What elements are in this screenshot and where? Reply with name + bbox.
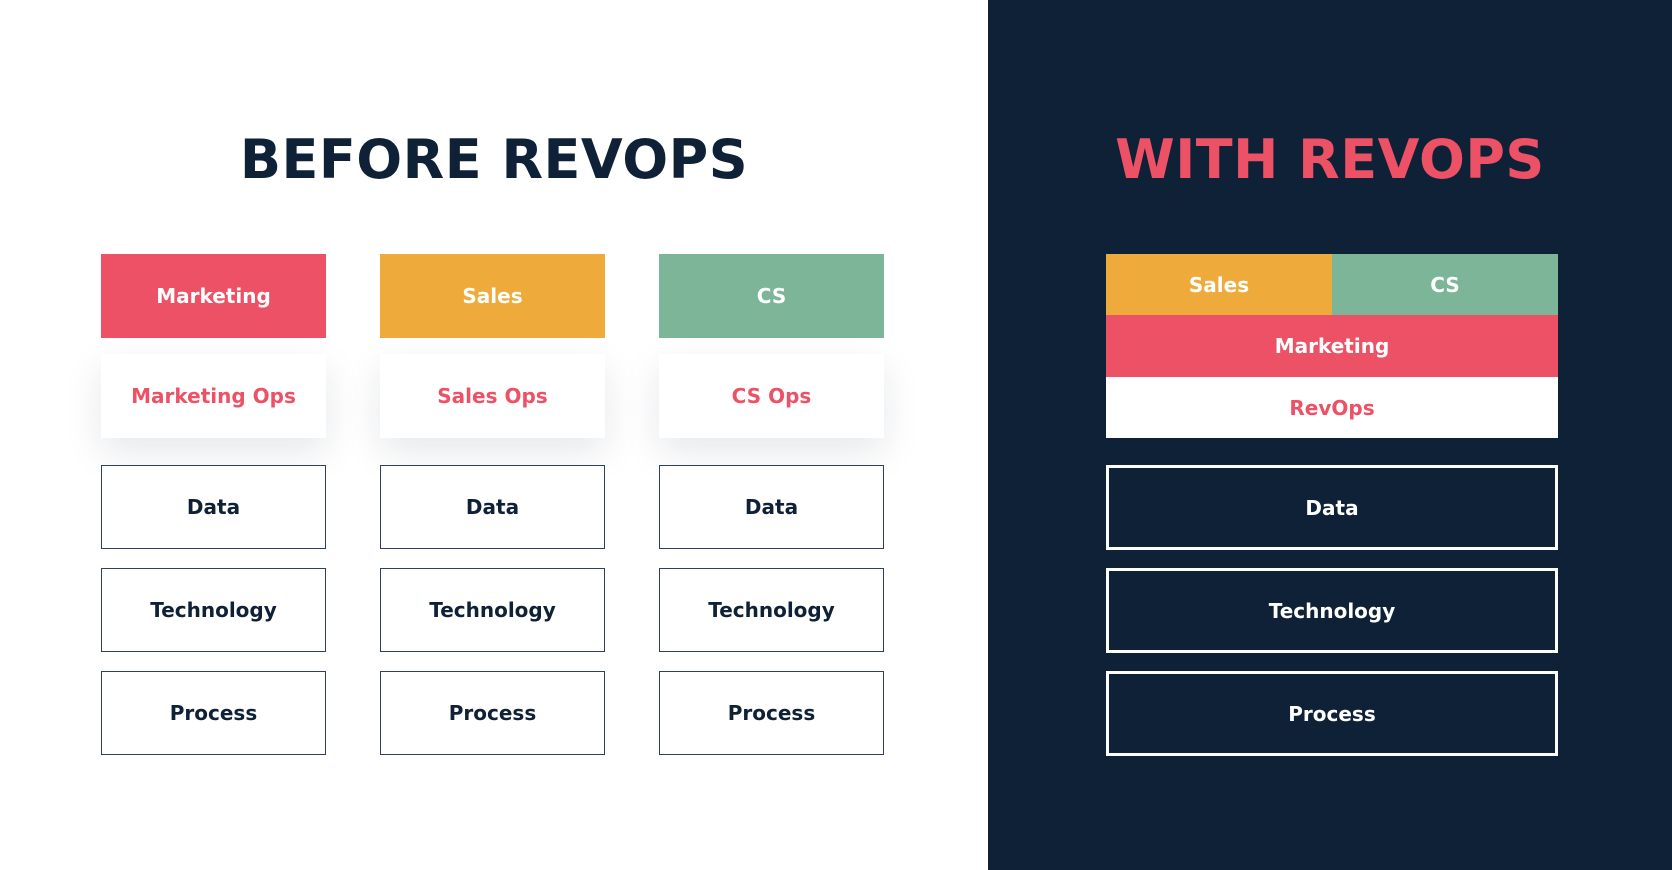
revops-process-box: Process <box>1106 671 1558 756</box>
cs-data-box: Data <box>659 465 884 549</box>
sales-data-box: Data <box>380 465 605 549</box>
revops-technology-box: Technology <box>1106 568 1558 653</box>
revops-box: RevOps <box>1106 377 1558 438</box>
with-revops-panel: WITH REVOPS Sales CS Marketing RevOps Da… <box>988 0 1672 870</box>
marketing-ops-box: Marketing Ops <box>101 354 326 438</box>
before-revops-title: BEFORE REVOPS <box>239 128 749 191</box>
cs-team-box: CS <box>659 254 884 338</box>
marketing-data-box: Data <box>101 465 326 549</box>
revops-marketing-box: Marketing <box>1106 315 1558 377</box>
marketing-team-box: Marketing <box>101 254 326 338</box>
sales-process-box: Process <box>380 671 605 755</box>
revops-cs-box: CS <box>1332 254 1558 315</box>
cs-process-box: Process <box>659 671 884 755</box>
cs-ops-box: CS Ops <box>659 354 884 438</box>
sales-technology-box: Technology <box>380 568 605 652</box>
marketing-process-box: Process <box>101 671 326 755</box>
revops-data-box: Data <box>1106 465 1558 550</box>
sales-ops-box: Sales Ops <box>380 354 605 438</box>
sales-team-box: Sales <box>380 254 605 338</box>
marketing-technology-box: Technology <box>101 568 326 652</box>
with-revops-title: WITH REVOPS <box>1115 128 1545 191</box>
revops-sales-box: Sales <box>1106 254 1332 315</box>
cs-technology-box: Technology <box>659 568 884 652</box>
before-revops-panel: BEFORE REVOPS Marketing Marketing Ops Da… <box>101 128 884 755</box>
